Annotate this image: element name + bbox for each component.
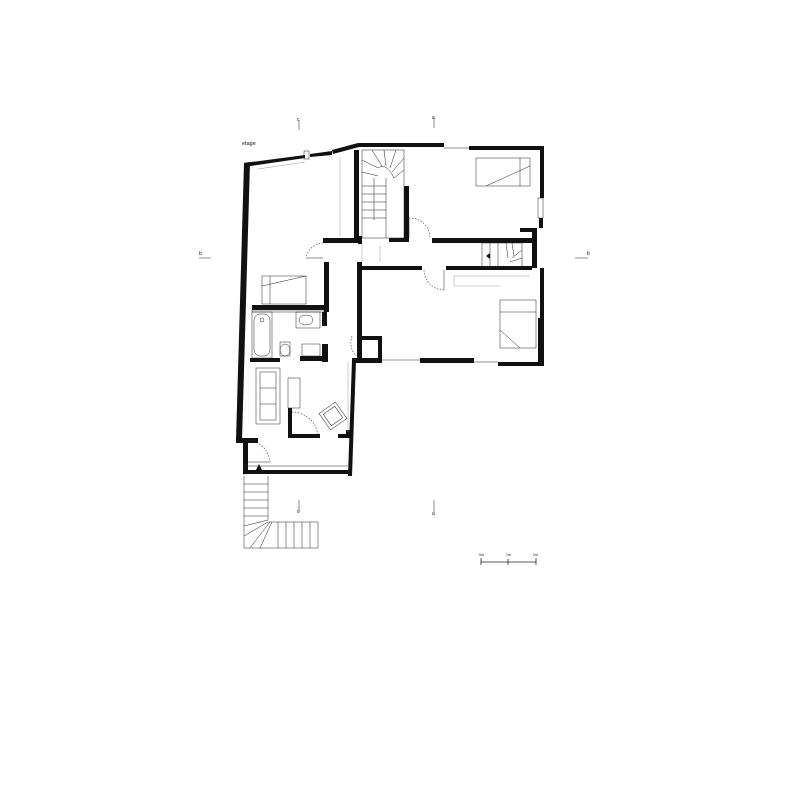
section-markers: b b c c a a	[199, 115, 590, 517]
stairs-outside	[243, 464, 319, 549]
stairs-top	[361, 149, 405, 239]
scale-bar-mid: 1m	[506, 553, 511, 557]
furniture	[251, 157, 537, 432]
door-swings	[247, 217, 445, 463]
section-a-bottom-label: a	[432, 511, 435, 517]
section-c-bottom-label: c	[297, 509, 300, 515]
scale-bar: 0m 1m 2m	[479, 553, 538, 565]
section-b-right-label: b	[587, 251, 590, 257]
scale-bar-end: 2m	[533, 553, 538, 557]
interior-walls	[250, 150, 536, 438]
stairs-right	[481, 242, 523, 268]
section-c-top-label: c	[297, 117, 300, 123]
scale-bar-start: 0m	[479, 553, 484, 557]
exterior-walls	[236, 143, 544, 476]
section-a-top-label: a	[432, 115, 435, 121]
section-b-left-label: b	[199, 251, 202, 257]
floor-label: etage	[242, 141, 256, 147]
